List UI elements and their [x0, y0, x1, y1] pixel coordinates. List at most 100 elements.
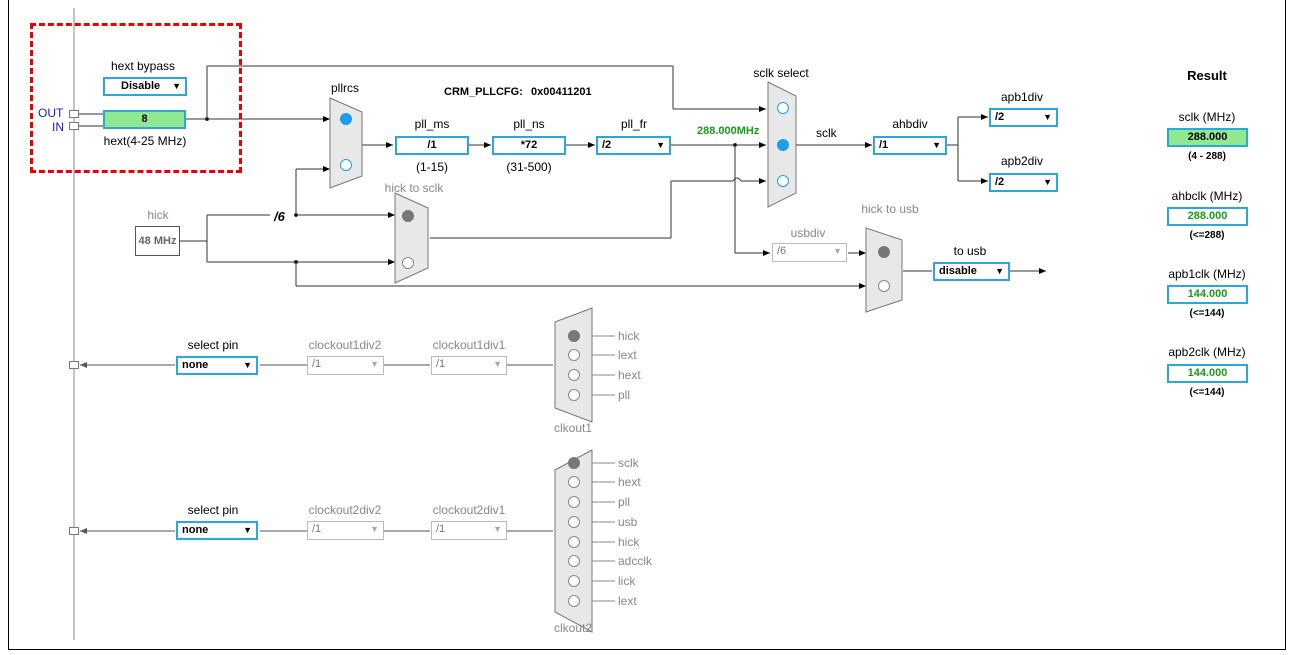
hick-to-sclk-radio-direct[interactable]: [402, 257, 414, 269]
pll-frequency: 288.000MHz: [697, 125, 760, 137]
apb1div-select[interactable]: /2 ▼: [989, 108, 1058, 127]
sclk-out-label: sclk: [816, 126, 837, 140]
pllrcs-radio-hick[interactable]: [340, 159, 352, 171]
hick-to-sclk-label: hick to sclk: [384, 181, 444, 195]
clkout2-source-hext: hext: [618, 475, 641, 489]
clkout2-radio-usb[interactable]: [568, 516, 580, 528]
chevron-down-icon: ▼: [370, 524, 379, 534]
clkout2-source-hick: hick: [618, 535, 640, 549]
hext-bypass-label: hext bypass: [110, 59, 176, 73]
clkout1-select-pin-label: select pin: [187, 338, 239, 352]
pllrcs-radio-hext[interactable]: [340, 113, 352, 125]
clkout2-source-sclk: sclk: [618, 456, 639, 470]
hick-div-label: /6: [274, 209, 285, 224]
clkout2-radio-pll[interactable]: [568, 496, 580, 508]
sclk-radio-hext[interactable]: [777, 102, 789, 114]
clkout2-mux-label: clkout2: [553, 621, 593, 635]
chevron-down-icon: ▼: [656, 140, 665, 150]
apb1div-label: apb1div: [1000, 90, 1044, 104]
pll-ms-label: pll_ms: [414, 117, 450, 131]
sclk-radio-hick[interactable]: [777, 175, 789, 187]
hext-bypass-value: Disable: [121, 80, 161, 92]
ahbdiv-label: ahbdiv: [892, 117, 928, 131]
clockout2div2-select[interactable]: /1 ▼: [307, 521, 384, 540]
clkout2-radio-adcclk[interactable]: [568, 555, 580, 567]
chevron-down-icon: ▼: [833, 246, 842, 256]
apb1clk-result-label: apb1clk (MHz): [1168, 267, 1246, 281]
sclk-result-range: (4 - 288): [1188, 151, 1226, 162]
clkout2-source-usb: usb: [618, 515, 638, 529]
pll-ns-range: (31-500): [506, 160, 552, 174]
clkout1-radio-lext[interactable]: [568, 349, 580, 361]
clkout2-radio-hext[interactable]: [568, 476, 580, 488]
apb1clk-result-range: (<=144): [1189, 308, 1225, 319]
clockout1div2-label: clockout1div2: [308, 338, 382, 352]
hick-frequency-box: 48 MHz: [135, 226, 180, 256]
clkout2-source-lick: lick: [618, 574, 636, 588]
chevron-down-icon: ▼: [995, 266, 1004, 276]
clkout1-mux-label: clkout1: [553, 421, 593, 435]
pll-fr-select[interactable]: /2 ▼: [596, 136, 671, 155]
sclk-result-label: sclk (MHz): [1178, 110, 1236, 124]
clkout1-pin: [69, 361, 79, 369]
to-usb-select[interactable]: disable ▼: [933, 262, 1010, 281]
hick-to-usb-radio-hick[interactable]: [878, 280, 890, 292]
clkout1-source-lext: lext: [618, 348, 637, 362]
sclk-select-label: sclk select: [753, 66, 809, 80]
clkout1-source-pll: pll: [618, 388, 631, 402]
clkout1-mux: [554, 307, 593, 423]
clkout1-select-pin[interactable]: none ▼: [176, 356, 258, 375]
clockout1div1-label: clockout1div1: [432, 338, 506, 352]
out-pin: [69, 110, 79, 118]
hext-frequency-input[interactable]: 8: [103, 110, 186, 129]
sclk-radio-pll[interactable]: [777, 139, 789, 151]
clkout1-source-hext: hext: [618, 368, 641, 382]
hext-caption: hext(4-25 MHz): [103, 134, 187, 148]
pllrcs-mux: [329, 97, 363, 189]
pll-ms-input[interactable]: /1: [395, 136, 469, 155]
clkout2-radio-sclk[interactable]: [568, 457, 580, 469]
hext-bypass-select[interactable]: Disable ▼: [103, 77, 187, 96]
hick-to-usb-mux: [865, 227, 903, 313]
clkout2-source-adcclk: adcclk: [618, 554, 653, 568]
chevron-down-icon: ▼: [932, 140, 941, 150]
pll-ms-range: (1-15): [415, 160, 449, 174]
clockout1div2-select[interactable]: /1 ▼: [307, 356, 384, 375]
hick-to-sclk-radio-div6[interactable]: [402, 210, 414, 222]
in-label: IN: [52, 120, 64, 134]
apb2clk-result-label: apb2clk (MHz): [1168, 345, 1246, 359]
clkout1-radio-hext[interactable]: [568, 369, 580, 381]
clkout1-radio-hick[interactable]: [568, 330, 580, 342]
ahbdiv-select[interactable]: /1 ▼: [873, 136, 947, 155]
ahbclk-result-range: (<=288): [1189, 230, 1225, 241]
sclk-result-value: 288.000: [1167, 128, 1248, 147]
pll-ns-input[interactable]: *72: [492, 136, 566, 155]
clkout2-source-lext: lext: [618, 594, 637, 608]
clkout2-select-pin[interactable]: none ▼: [176, 521, 258, 540]
in-pin: [69, 122, 79, 130]
clkout2-radio-lick[interactable]: [568, 575, 580, 587]
usbdiv-label: usbdiv: [790, 226, 826, 240]
usbdiv-select[interactable]: /6 ▼: [772, 243, 847, 262]
clkout1-radio-pll[interactable]: [568, 389, 580, 401]
apb2div-select[interactable]: /2 ▼: [989, 173, 1058, 192]
diagram-frame: [8, 0, 1286, 650]
clkout1-source-hick: hick: [618, 329, 640, 343]
clkout2-source-pll: pll: [618, 495, 631, 509]
clockout2div1-label: clockout2div1: [432, 503, 506, 517]
clkout2-radio-hick[interactable]: [568, 536, 580, 548]
clockout2div1-select[interactable]: /1 ▼: [431, 521, 507, 540]
chevron-down-icon: ▼: [1043, 112, 1052, 122]
crm-pllcfg-label: CRM_PLLCFG:: [444, 86, 523, 98]
chevron-down-icon: ▼: [172, 81, 181, 91]
hick-label: hick: [147, 208, 169, 222]
pllrcs-label: pllrcs: [330, 81, 360, 95]
chevron-down-icon: ▼: [370, 359, 379, 369]
crm-pllcfg-value: 0x00411201: [531, 86, 592, 98]
pll-fr-label: pll_fr: [620, 117, 648, 131]
chevron-down-icon: ▼: [1043, 177, 1052, 187]
clkout2-radio-lext[interactable]: [568, 595, 580, 607]
clockout1div1-select[interactable]: /1 ▼: [431, 356, 507, 375]
hick-to-usb-label: hick to usb: [861, 202, 919, 216]
hick-to-usb-radio-usbdiv[interactable]: [878, 246, 890, 258]
